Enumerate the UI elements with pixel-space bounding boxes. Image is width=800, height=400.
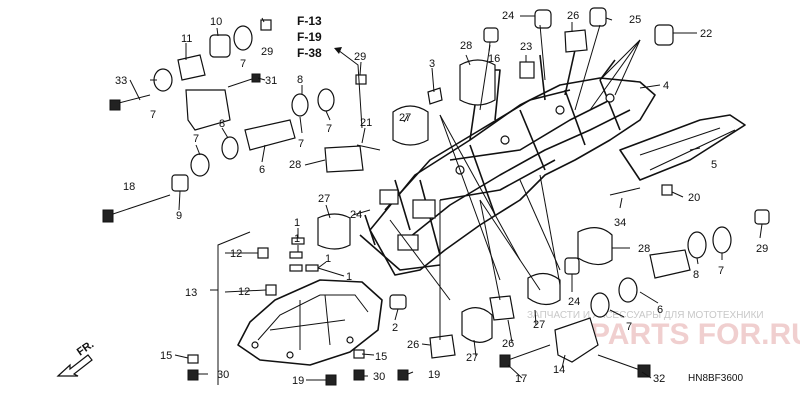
watermark: ЗАПЧАСТИ И АКСЕССУАРЫ ДЛЯ МОТОТЕХНИКИ PA… <box>527 310 800 351</box>
watermark-line2: PARTS FOR.RU <box>590 318 800 351</box>
reference-labels: F-13 F-19 F-38 <box>297 14 363 129</box>
callout-17: 17 <box>515 373 527 385</box>
callout-11: 11 <box>181 33 192 45</box>
reference-f19: F-19 <box>297 30 322 44</box>
callout-24: 24 <box>502 10 514 22</box>
callout-15: 15 <box>160 350 172 362</box>
callout-6: 6 <box>259 164 265 176</box>
callout-28: 28 <box>460 40 472 52</box>
front-arrow: FR. <box>56 338 96 377</box>
callout-12: 12 <box>230 248 242 260</box>
callout-8: 8 <box>297 74 303 86</box>
callout-numbers: 10 11 29 7 33 31 8 7 7 7 8 6 7 18 9 29 3… <box>115 10 768 387</box>
callout-14: 14 <box>553 364 565 376</box>
callout-7: 7 <box>718 265 724 277</box>
callout-27: 27 <box>466 352 478 364</box>
callout-8: 8 <box>219 118 225 130</box>
callout-32: 32 <box>653 373 665 385</box>
callout-15: 15 <box>375 351 387 363</box>
callout-2: 2 <box>392 322 398 334</box>
callout-1: 1 <box>346 271 352 283</box>
callout-28: 28 <box>638 243 650 255</box>
callout-29: 29 <box>756 243 768 255</box>
callout-12: 12 <box>238 286 250 298</box>
callout-7: 7 <box>240 58 246 70</box>
callout-27: 27 <box>399 112 411 124</box>
callout-19: 19 <box>428 369 440 381</box>
watermark-line1: ЗАПЧАСТИ И АКСЕССУАРЫ ДЛЯ МОТОТЕХНИКИ <box>527 310 764 321</box>
callout-34: 34 <box>614 217 626 229</box>
callout-8: 8 <box>693 269 699 281</box>
clamps-and-bushings <box>317 7 674 363</box>
callout-21: 21 <box>360 117 372 129</box>
callout-7: 7 <box>193 133 199 145</box>
front-label: FR. <box>75 338 96 358</box>
callout-7: 7 <box>626 321 632 333</box>
right-side-parts <box>499 184 770 378</box>
callout-18: 18 <box>123 181 135 193</box>
callout-1: 1 <box>294 217 300 229</box>
callout-7: 7 <box>298 138 304 150</box>
callout-29: 29 <box>261 46 273 58</box>
callout-30: 30 <box>373 371 385 383</box>
callout-26: 26 <box>502 338 514 350</box>
reference-leader <box>337 49 363 129</box>
callout-26: 26 <box>567 10 579 22</box>
callout-1: 1 <box>325 253 331 265</box>
callout-4: 4 <box>663 80 669 92</box>
reference-arrowhead <box>334 47 342 54</box>
skid-plate <box>237 279 383 366</box>
callout-1: 1 <box>294 233 300 245</box>
callout-7: 7 <box>150 109 156 121</box>
upper-left-parts <box>102 19 381 223</box>
reference-f13: F-13 <box>297 14 322 28</box>
reference-f38: F-38 <box>297 46 322 60</box>
callout-28: 28 <box>289 159 301 171</box>
callout-10: 10 <box>210 16 222 28</box>
callout-25: 25 <box>629 14 641 26</box>
callout-5: 5 <box>711 159 717 171</box>
callout-3: 3 <box>429 58 435 70</box>
callout-23: 23 <box>520 41 532 53</box>
callout-27: 27 <box>533 319 545 331</box>
callout-16: 16 <box>488 53 500 65</box>
callout-20: 20 <box>688 192 700 204</box>
leader-lines <box>129 15 763 381</box>
callout-31: 31 <box>265 75 277 87</box>
callout-26: 26 <box>407 339 419 351</box>
callout-27: 27 <box>318 193 330 205</box>
front-arrow-icon <box>56 354 93 377</box>
callout-6: 6 <box>657 304 663 316</box>
diagram-code: HN8BF3600 <box>688 373 743 384</box>
callout-22: 22 <box>700 28 712 40</box>
callout-19: 19 <box>292 375 304 387</box>
callout-29: 29 <box>354 51 366 63</box>
callout-24: 24 <box>350 209 362 221</box>
callout-33: 33 <box>115 75 127 87</box>
callout-bracket-13 <box>210 231 251 385</box>
callout-13: 13 <box>185 287 197 299</box>
callout-30: 30 <box>217 369 229 381</box>
callout-7: 7 <box>326 123 332 135</box>
callout-9: 9 <box>176 210 182 222</box>
callout-24: 24 <box>568 296 580 308</box>
